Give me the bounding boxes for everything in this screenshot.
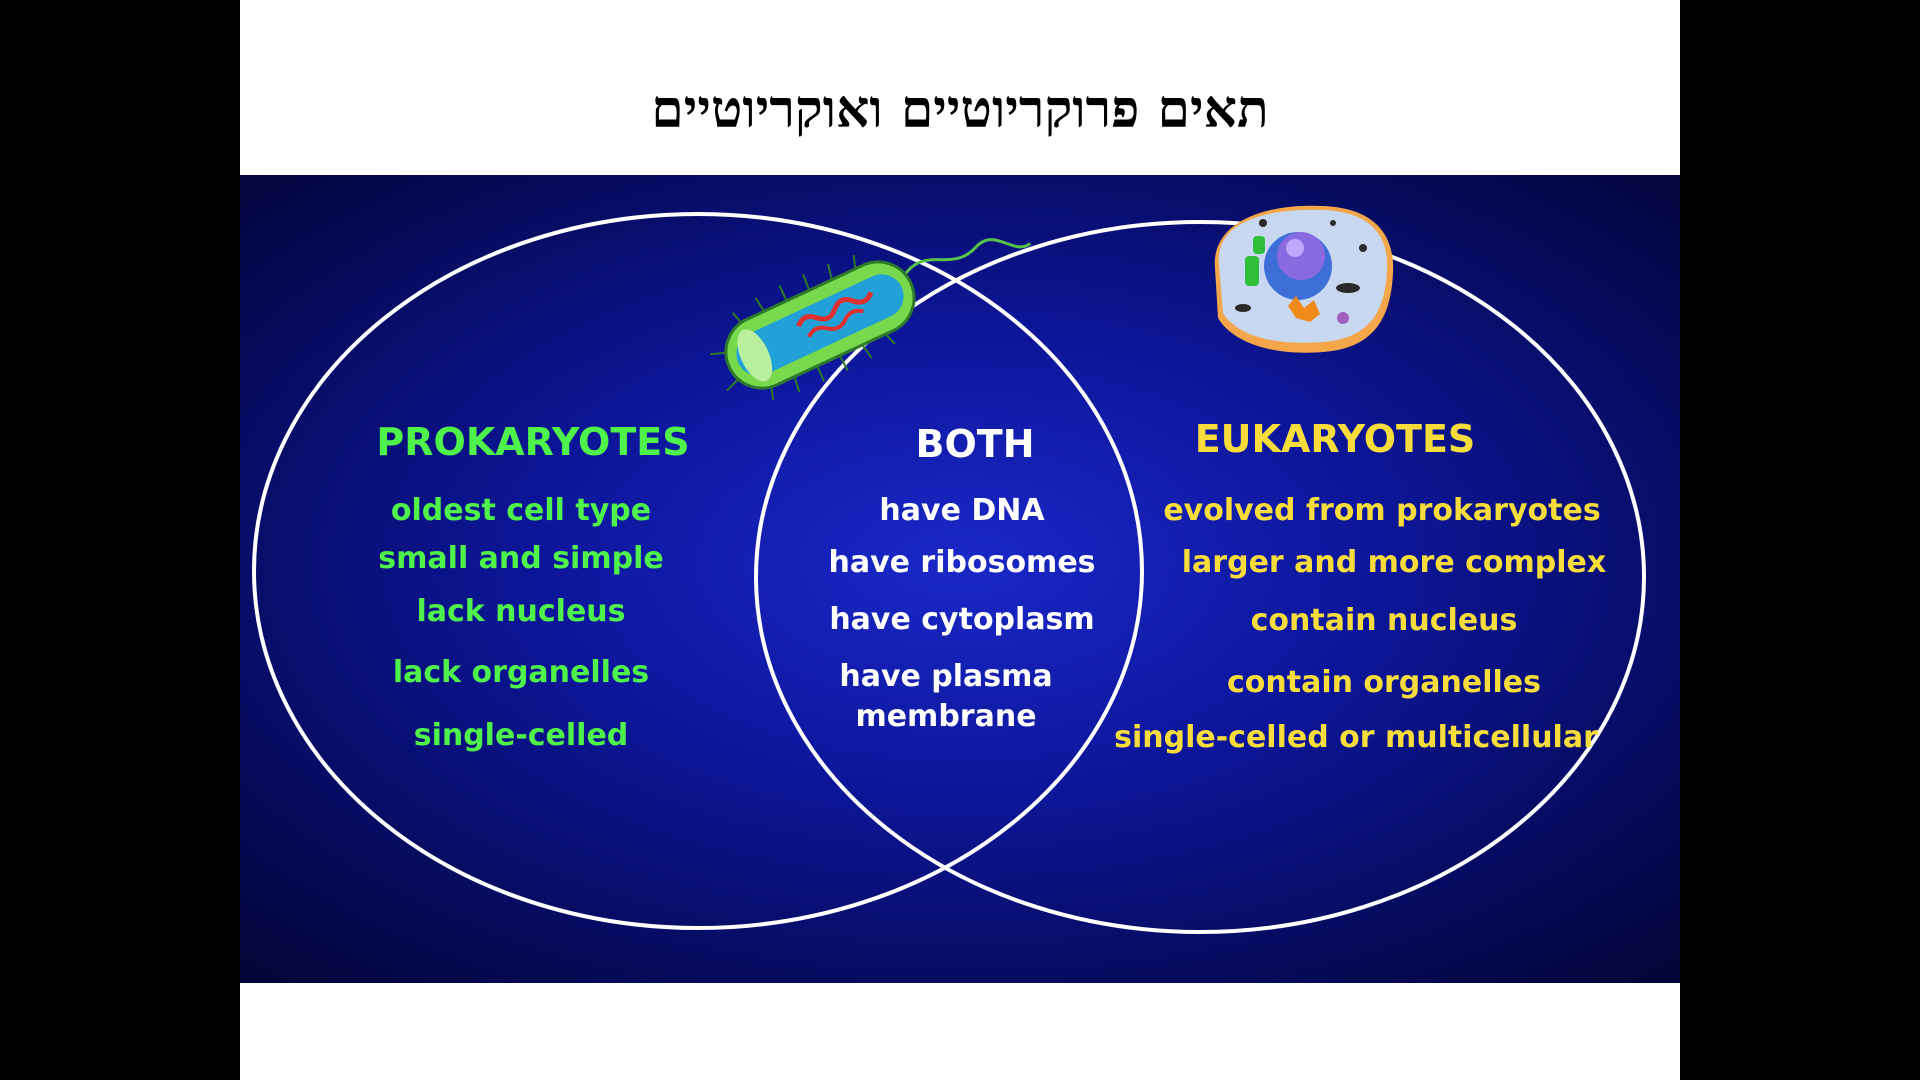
both-item: have cytoplasm	[829, 602, 1095, 637]
eukaryotes-item: evolved from prokaryotes	[1163, 493, 1601, 528]
both-item: have plasma membrane	[839, 659, 1053, 734]
both-heading: BOTH	[915, 422, 1035, 466]
slide-title: תאים פרוקריוטיים ואוקריוטיים	[651, 79, 1269, 140]
eukaryotic-cell-icon	[1214, 205, 1394, 353]
prokaryotes-item: lack organelles	[392, 655, 650, 690]
eukaryotes-item: contain organelles	[1226, 665, 1542, 700]
eukaryotes-item: larger and more complex	[1181, 545, 1607, 580]
prokaryotes-circle	[252, 212, 1144, 930]
prokaryotes-heading: PROKARYOTES	[376, 420, 690, 464]
prokaryotes-item: small and simple	[378, 541, 664, 576]
eukaryotes-item: single-celled or multicellular	[1114, 720, 1598, 755]
prokaryotes-item: oldest cell type	[390, 493, 652, 528]
prokaryotes-item: lack nucleus	[416, 594, 626, 629]
prokaryotes-item: single-celled	[413, 718, 629, 753]
eukaryotes-heading: EUKARYOTES	[1194, 417, 1476, 461]
eukaryotes-item: contain nucleus	[1250, 603, 1518, 638]
both-item: have ribosomes	[828, 545, 1096, 580]
venn-circles	[252, 205, 1646, 934]
eukaryotes-circle	[754, 220, 1646, 934]
both-item: have DNA	[879, 493, 1045, 528]
slide: תאים פרוקריוטיים ואוקריוטיים	[240, 0, 1680, 1080]
bacterium-icon	[709, 238, 1032, 400]
venn-diagram: PROKARYOTES oldest cell type small and s…	[240, 175, 1680, 983]
